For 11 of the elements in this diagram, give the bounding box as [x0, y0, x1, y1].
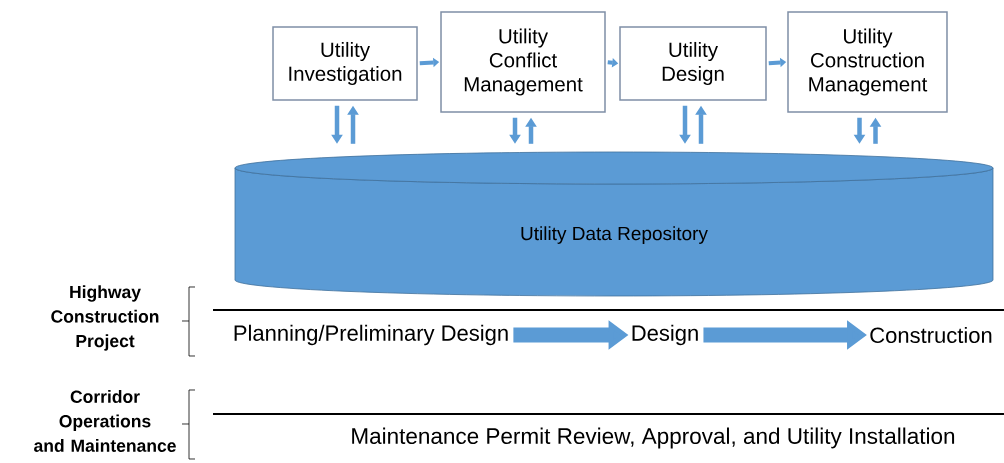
process-box: Utility Design [619, 26, 767, 101]
process-box: Utility Conflict Management [440, 11, 606, 113]
stage-text: Planning/Preliminary Design [234, 324, 508, 346]
stage-text: Design [632, 324, 698, 346]
database-cylinder: Utility Data Repository [234, 151, 994, 297]
section-label: Highway Construction Project [51, 285, 159, 351]
stage-text: Construction [870, 326, 992, 344]
stage-text: Maintenance Permit Review, Approval, and Utility Installation [352, 427, 955, 449]
process-box: Utility Construction Management [787, 11, 948, 113]
section-label: Corridor Operations and Maintenance [34, 390, 176, 452]
process-box: Utility Investigation [272, 26, 418, 101]
